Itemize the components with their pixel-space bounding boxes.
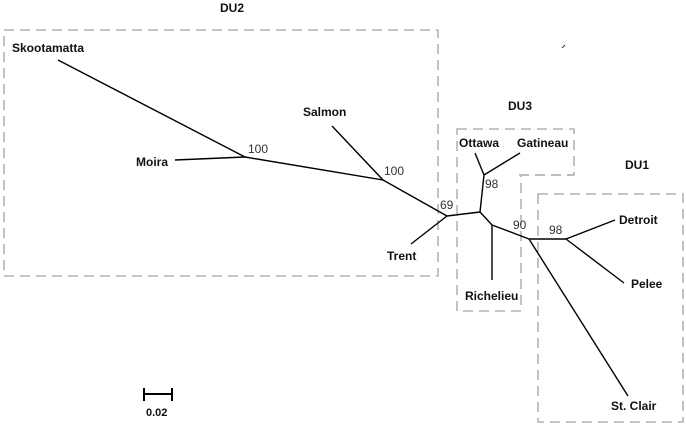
taxon-label: Trent [387, 249, 416, 263]
taxon-label: Richelieu [465, 289, 518, 303]
stray-mark [561, 44, 566, 49]
branch-salmon [331, 125, 384, 181]
taxon-label: Salmon [303, 105, 346, 119]
taxon-label: Detroit [619, 213, 658, 227]
bootstrap-value: 98 [485, 177, 499, 191]
taxon-label: Ottawa [459, 136, 499, 150]
branch-du1-stem [491, 224, 530, 240]
branch-trent [410, 215, 448, 245]
taxon-label: Pelee [631, 277, 663, 291]
branch-gatineau [483, 152, 521, 176]
bootstrap-value: 98 [549, 223, 563, 237]
bootstrap-value: 90 [513, 218, 527, 232]
du2-box [3, 29, 439, 277]
branch-pelee [565, 238, 625, 284]
branch-stclair [528, 238, 629, 397]
branch-ottawa [474, 152, 485, 176]
branch-moira [174, 156, 246, 161]
branch-trent-du3-node [446, 211, 481, 217]
branch-detroit [565, 219, 616, 240]
bootstrap-value: 100 [248, 142, 268, 156]
scale-bar-label: 0.02 [146, 407, 167, 419]
du1-label: DU1 [625, 158, 649, 172]
du1-box [537, 193, 684, 423]
scale-bar [143, 388, 173, 401]
branch-moira-salmon-node [244, 156, 384, 181]
branch-ottawa-gatineau-stem [479, 174, 485, 213]
taxon-label: Skootamatta [12, 41, 84, 55]
du2-label: DU2 [220, 1, 244, 15]
taxon-label: Gatineau [517, 136, 568, 150]
bootstrap-value: 100 [384, 164, 404, 178]
bootstrap-value: 69 [440, 198, 454, 212]
taxon-label: Moira [136, 155, 168, 169]
branch-richelieu-node [479, 211, 493, 226]
du3-label: DU3 [508, 99, 532, 113]
branch-skootamatta [57, 59, 246, 158]
branch-salmon-trent-node [382, 179, 448, 217]
taxon-label: St. Clair [611, 399, 657, 413]
